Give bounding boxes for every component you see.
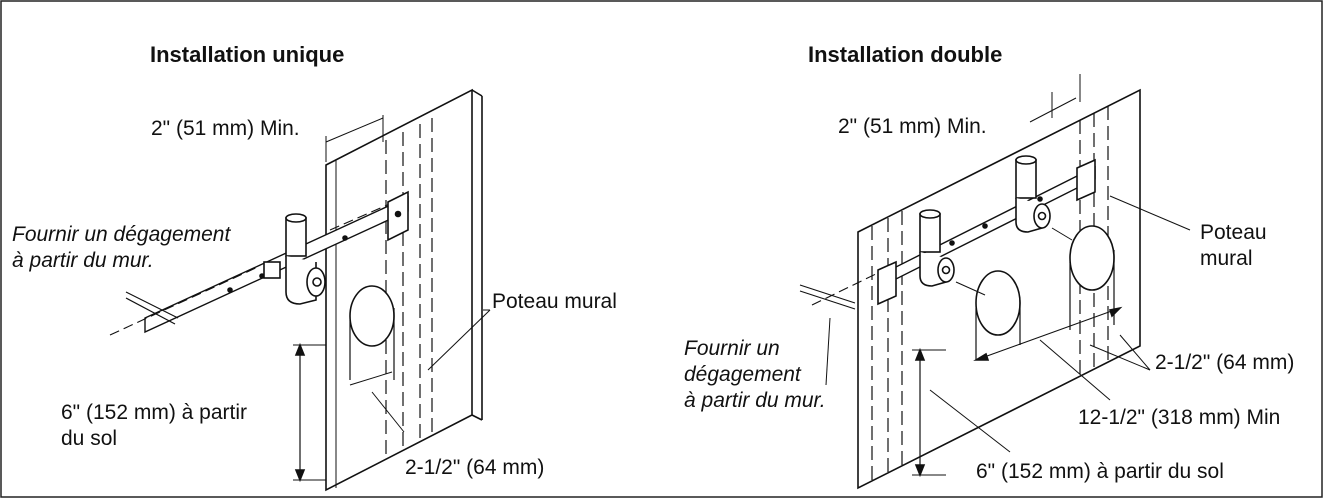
left-panel-drawing — [109, 88, 491, 492]
left-clearance-label-2: à partir du mur. — [12, 249, 154, 272]
right-clearance-label-2: dégagement — [684, 363, 801, 386]
right-height-label: 6" (152 mm) à partir du sol — [976, 460, 1224, 483]
right-stud-label-1: Poteau — [1200, 221, 1267, 244]
right-dim-top-label: 2" (51 mm) Min. — [838, 115, 987, 138]
right-spacing-label: 12-1/2" (318 mm) Min — [1078, 406, 1281, 429]
left-dim-bottom-label: 2-1/2" (64 mm) — [405, 456, 545, 479]
left-dim-top-label: 2" (51 mm) Min. — [151, 117, 300, 140]
left-valve-riser — [285, 217, 307, 257]
right-valve-1 — [919, 213, 941, 253]
left-height-label-2: du sol — [61, 427, 118, 450]
left-stud-label: Poteau mural — [492, 290, 617, 313]
right-clearance-label-1: Fournir un — [684, 337, 780, 360]
right-valve-2 — [1015, 159, 1037, 199]
right-clearance-label-3: à partir du mur. — [684, 389, 826, 412]
left-wall-stud — [325, 88, 473, 492]
right-drain-hole-2 — [1069, 225, 1115, 291]
left-drain-hole — [349, 285, 395, 347]
right-title: Installation double — [808, 42, 1003, 67]
right-panel-drawing — [799, 74, 1191, 490]
left-height-label-1: 6" (152 mm) à partir — [61, 401, 248, 424]
left-clearance-label-1: Fournir un dégagement — [12, 223, 231, 246]
right-stud-label-2: mural — [1200, 247, 1253, 270]
right-dim-right-label: 2-1/2" (64 mm) — [1155, 351, 1295, 374]
left-title: Installation unique — [150, 42, 345, 67]
right-drain-hole-1 — [975, 270, 1021, 336]
